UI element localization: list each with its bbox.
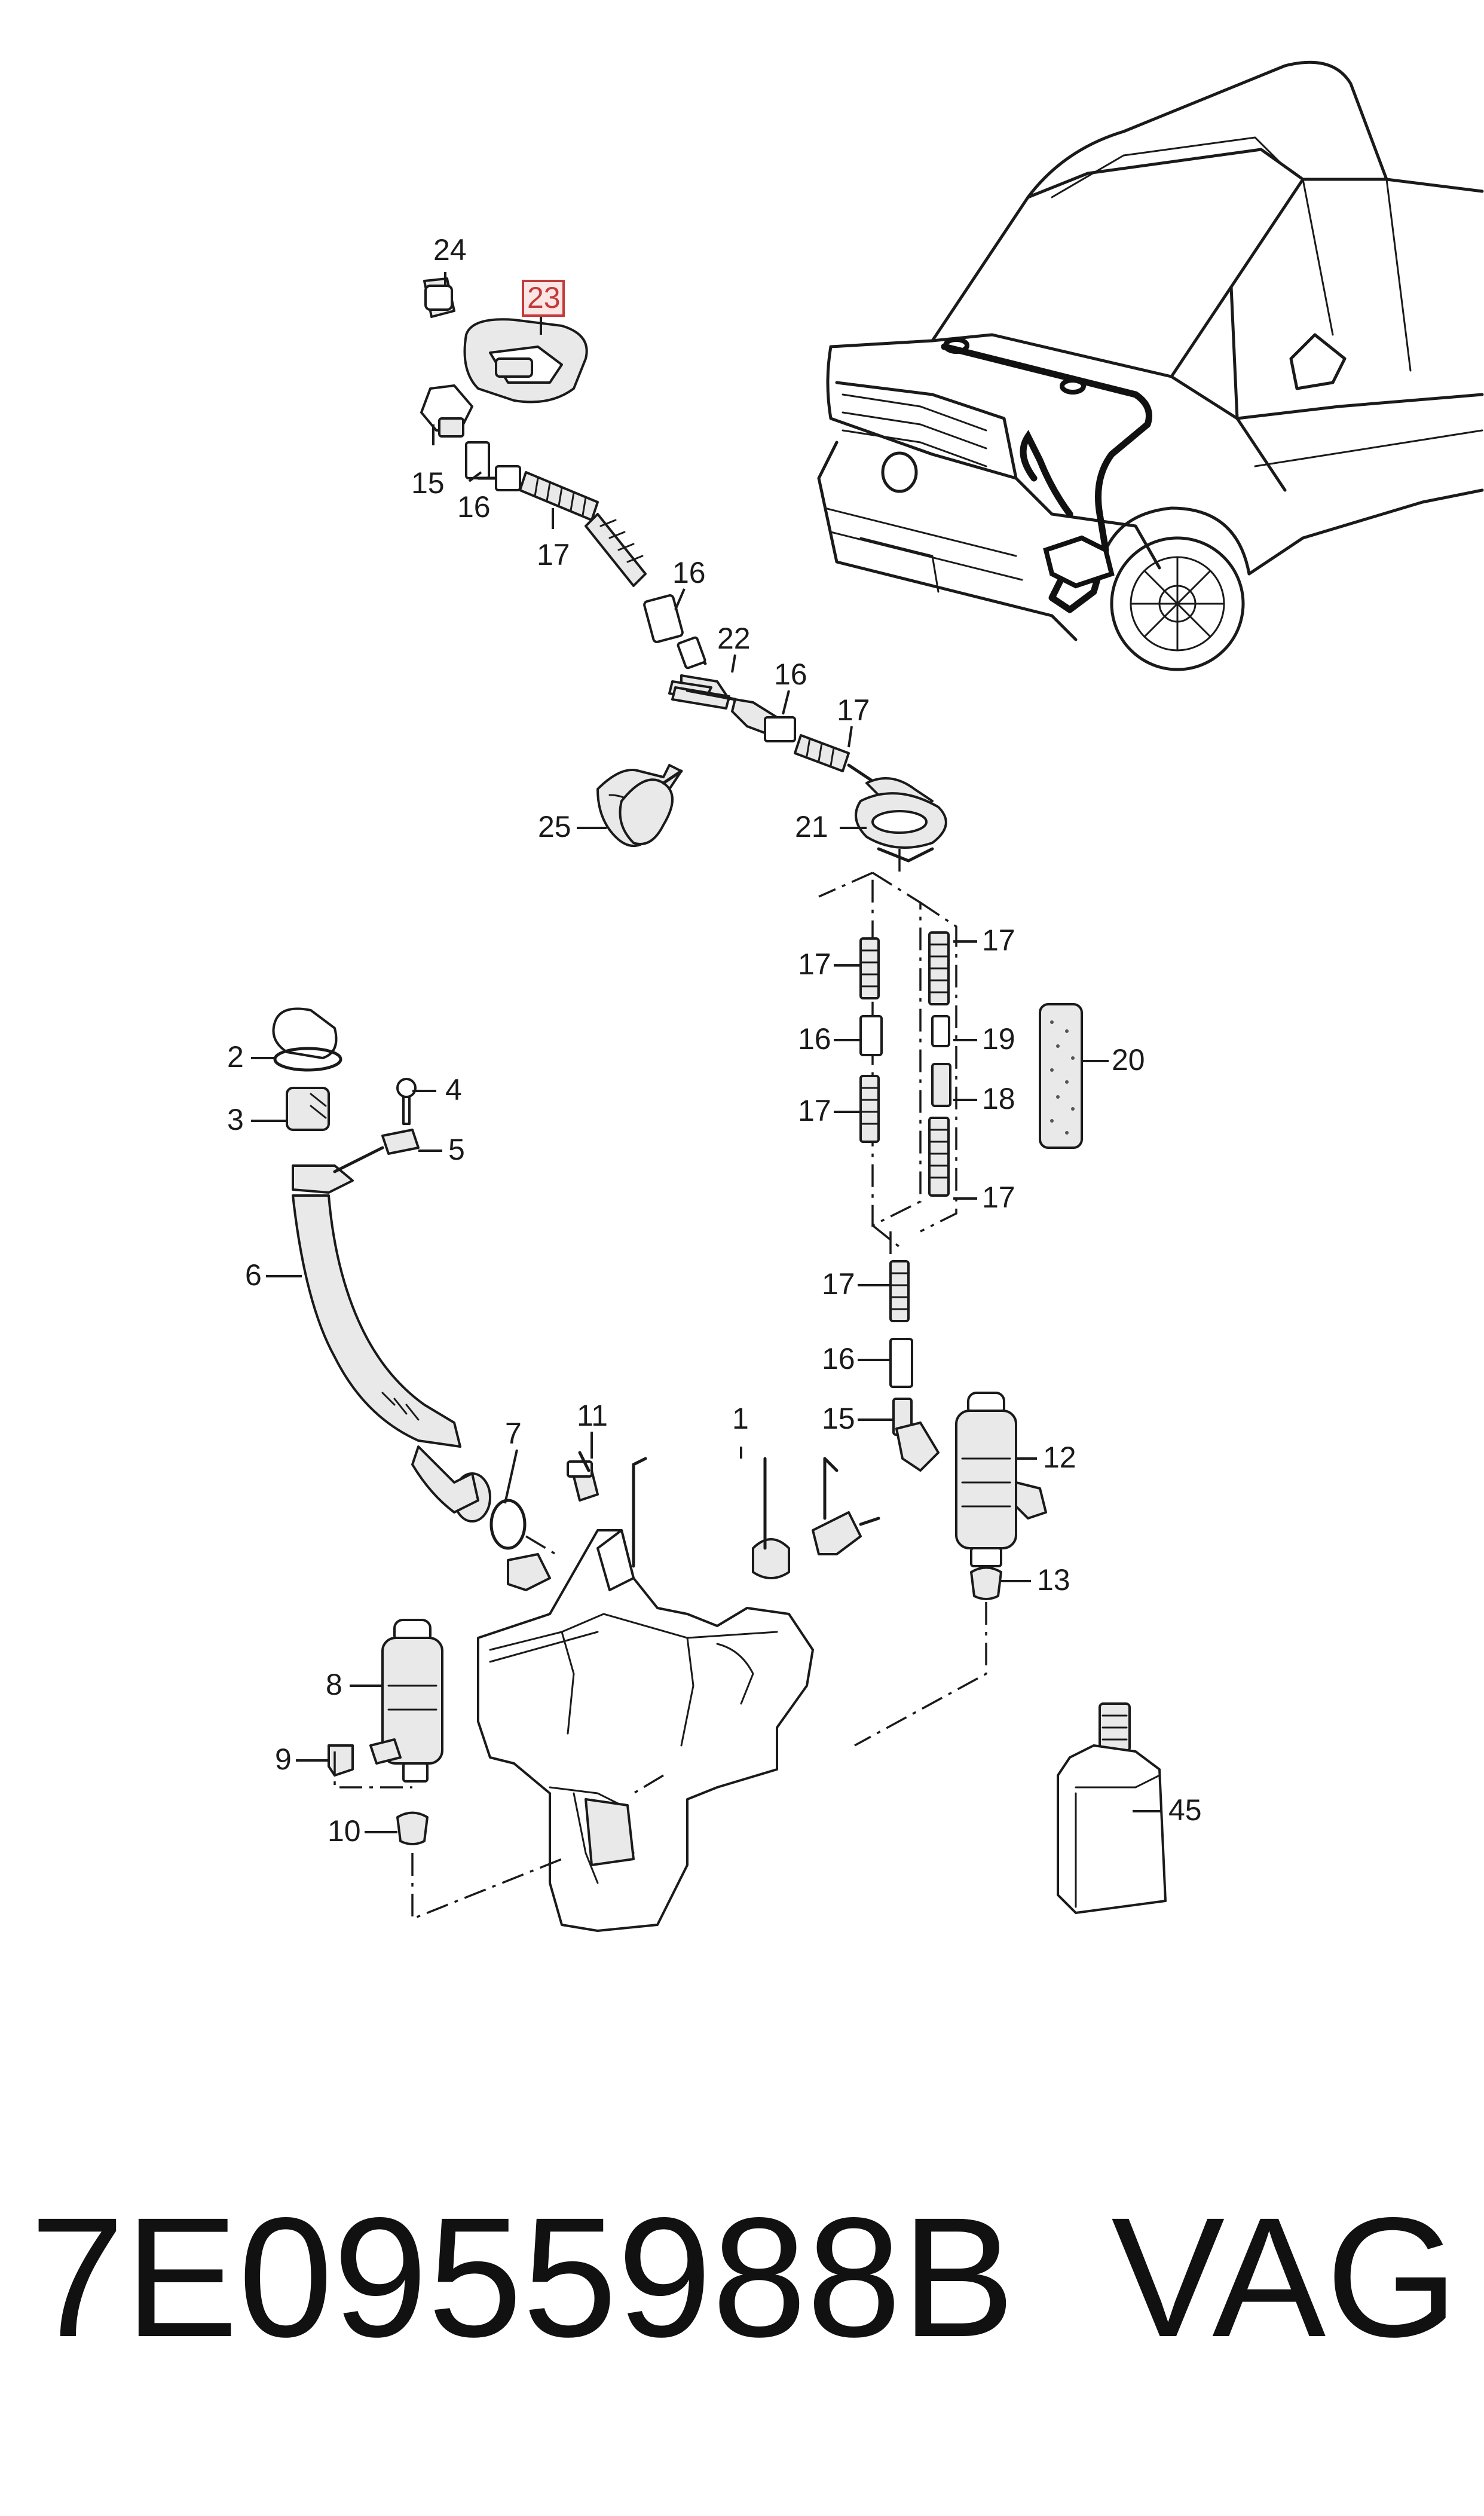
part-label-17: 17 [798,947,831,981]
assembly-dash-lines [333,849,987,1921]
part-label-5: 5 [448,1133,465,1166]
part-label-22: 22 [717,622,751,655]
part-label-8: 8 [326,1668,342,1701]
part-label-17: 17 [798,1094,831,1127]
part-label-18: 18 [982,1082,1015,1115]
part-label-6: 6 [245,1258,262,1292]
leader-lines [251,272,1162,1833]
part-labels: 24 23 15 16 17 16 22 16 17 25 21 17 17 1… [227,233,1202,1848]
hose-connector-set [818,872,1083,1436]
part-number: 7E0955988B [30,2182,1015,2373]
part-label-16: 16 [457,490,491,524]
part-label-12: 12 [1043,1441,1076,1474]
part-label-17: 17 [822,1267,855,1301]
part-label-9: 9 [275,1742,292,1776]
part-label-23: 23 [527,281,561,314]
part-label-1: 1 [732,1402,749,1435]
part-label-19: 19 [982,1022,1015,1056]
part-label-16: 16 [774,658,807,691]
part-label-17: 17 [837,693,870,727]
part-number-footer: 7E0955988B VAG [30,2188,1458,2367]
brand-name: VAG [1111,2182,1458,2373]
part-label-10: 10 [328,1814,361,1848]
washer-pump-rear [328,1619,443,1845]
part-label-17: 17 [537,538,570,571]
cable-tie [619,769,683,845]
fluid-bottle [1057,1702,1167,1914]
part-label-11: 11 [577,1399,608,1432]
part-label-16: 16 [672,556,706,589]
highlighted-part-box [522,280,565,317]
part-label-45: 45 [1168,1793,1202,1827]
filler-neck-assembly [272,1007,599,1550]
part-label-3: 3 [227,1103,244,1136]
part-label-17: 17 [982,1181,1015,1214]
part-label-7: 7 [505,1417,522,1450]
part-label-25: 25 [538,810,571,843]
part-label-16: 16 [822,1342,855,1375]
part-label-15: 15 [411,466,445,500]
part-label-17: 17 [982,924,1015,957]
part-label-20: 20 [1112,1043,1145,1077]
part-label-4: 4 [445,1073,462,1106]
part-label-16: 16 [798,1022,831,1056]
washer-fluid-reservoir [477,1451,880,1932]
part-label-13: 13 [1037,1563,1070,1597]
washer-pump-front [895,1392,1047,1600]
vehicle-illustration [817,60,1484,671]
part-label-24: 24 [433,233,467,267]
part-label-15: 15 [822,1402,855,1435]
part-label-21: 21 [795,810,828,843]
part-label-2: 2 [227,1040,244,1074]
